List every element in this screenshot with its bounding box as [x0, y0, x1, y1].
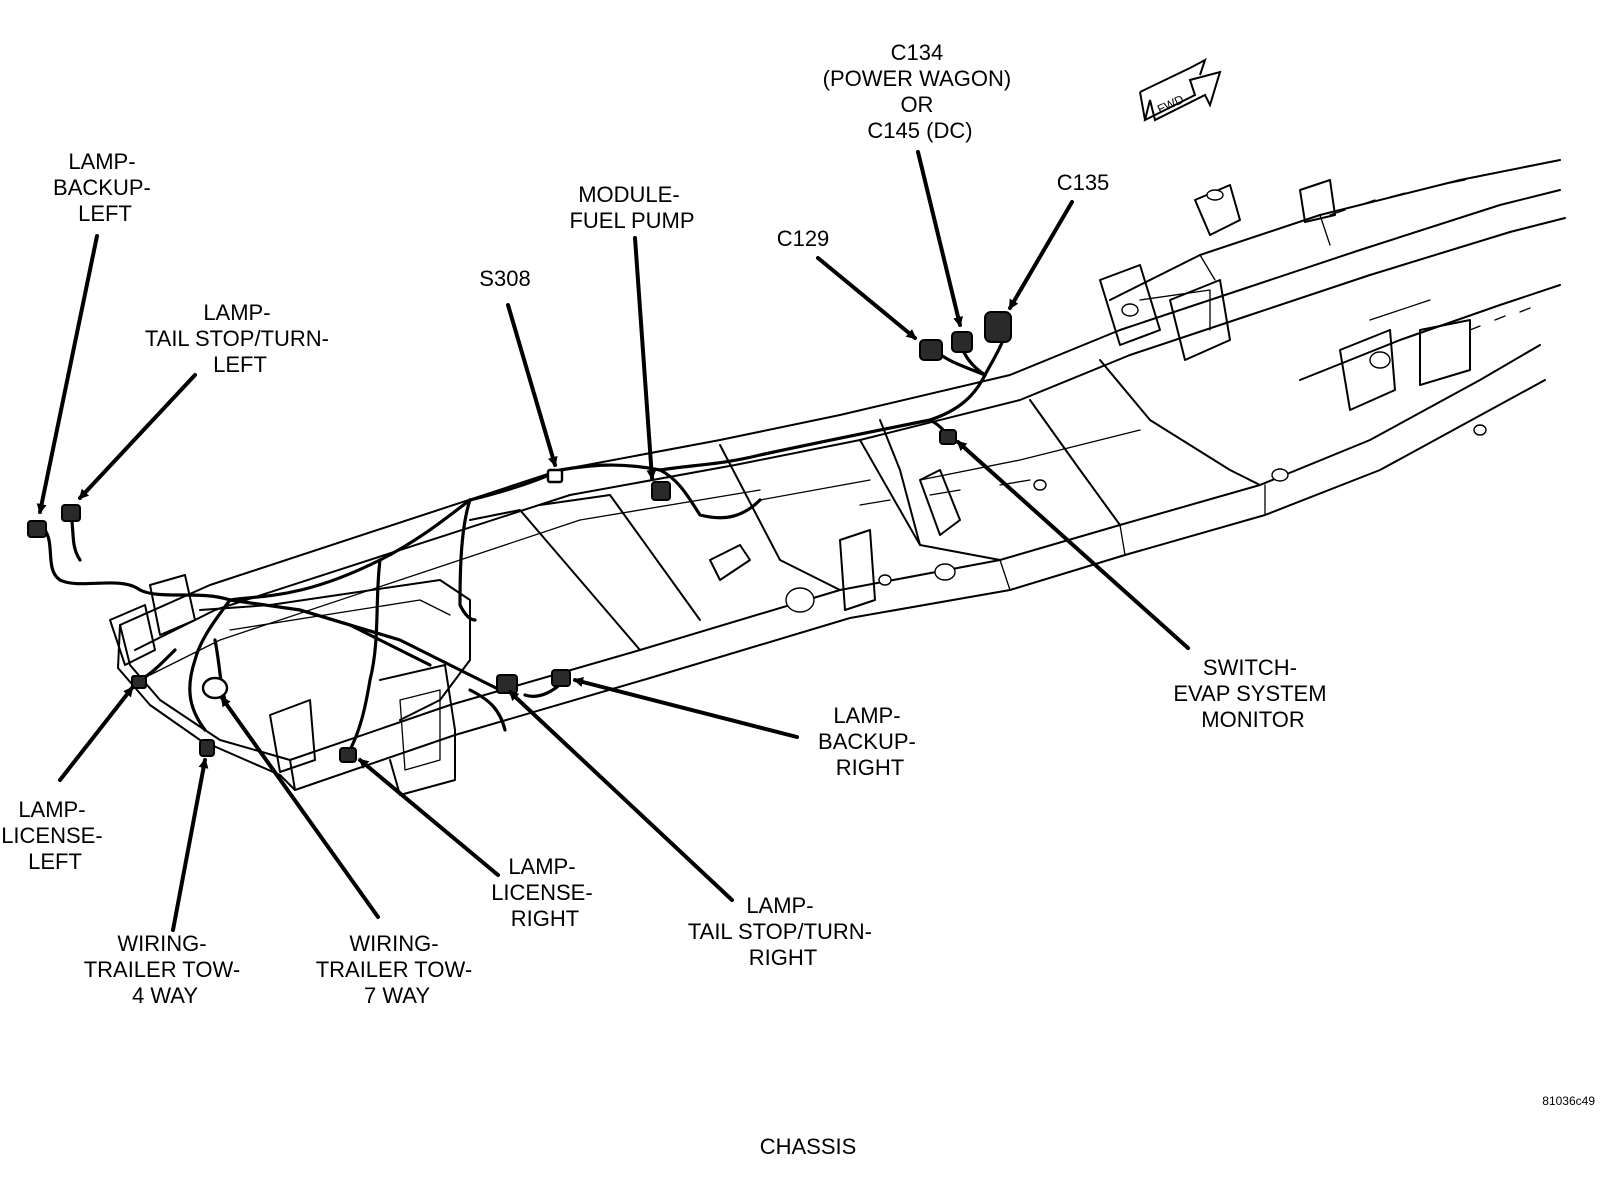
label-lamp-license-left: LAMP- LICENSE- LEFT — [1, 797, 109, 874]
label-switch-evap: SWITCH- EVAP SYSTEM MONITOR — [1173, 655, 1332, 732]
callout-labels: C134 (POWER WAGON) OR C145 (DC) C135 C12… — [1, 40, 1595, 1159]
connector-lamp-license-left — [131, 675, 147, 689]
label-c134-power-wagon: C134 (POWER WAGON) OR C145 (DC) — [823, 40, 1018, 143]
connector-c135 — [984, 311, 1012, 343]
label-trailer-tow-4-way: WIRING- TRAILER TOW- 4 WAY — [84, 931, 247, 1008]
figure-id: 81036c49 — [1542, 1094, 1595, 1108]
label-trailer-tow-7-way: WIRING- TRAILER TOW- 7 WAY — [316, 931, 479, 1008]
connector-c129 — [919, 339, 943, 361]
connector-switch-evap — [939, 429, 957, 445]
caption: CHASSIS — [760, 1134, 857, 1159]
connectors — [27, 311, 1012, 763]
label-lamp-tail-left: LAMP- TAIL STOP/TURN- LEFT — [145, 300, 335, 377]
connector-c134-c145 — [951, 331, 973, 353]
connector-lamp-backup-left — [27, 520, 47, 538]
connector-lamp-tail-right — [496, 674, 518, 694]
label-module-fuel-pump: MODULE- FUEL PUMP — [569, 182, 694, 233]
wiring-harness — [43, 333, 1007, 752]
connector-lamp-license-right — [339, 747, 357, 763]
chassis-frame — [109, 159, 1566, 796]
connector-trailer-tow-4-way — [199, 739, 215, 757]
label-lamp-backup-left: LAMP- BACKUP- LEFT — [53, 149, 157, 226]
connector-lamp-backup-right — [551, 669, 571, 687]
connector-trailer-tow-7-way — [201, 676, 229, 700]
label-c135: C135 — [1057, 170, 1110, 195]
leader-arrows — [36, 150, 1190, 932]
label-lamp-license-right: LAMP- LICENSE- RIGHT — [491, 854, 599, 931]
forward-arrow-icon: FWD — [1139, 57, 1222, 122]
label-lamp-backup-right: LAMP- BACKUP- RIGHT — [818, 703, 922, 780]
connector-s308 — [546, 468, 564, 484]
label-lamp-tail-right: LAMP- TAIL STOP/TURN- RIGHT — [688, 893, 878, 970]
label-s308: S308 — [479, 266, 530, 291]
connector-fuel-pump-module — [651, 481, 671, 501]
connector-lamp-tail-left — [61, 504, 81, 522]
label-c129: C129 — [777, 226, 830, 251]
